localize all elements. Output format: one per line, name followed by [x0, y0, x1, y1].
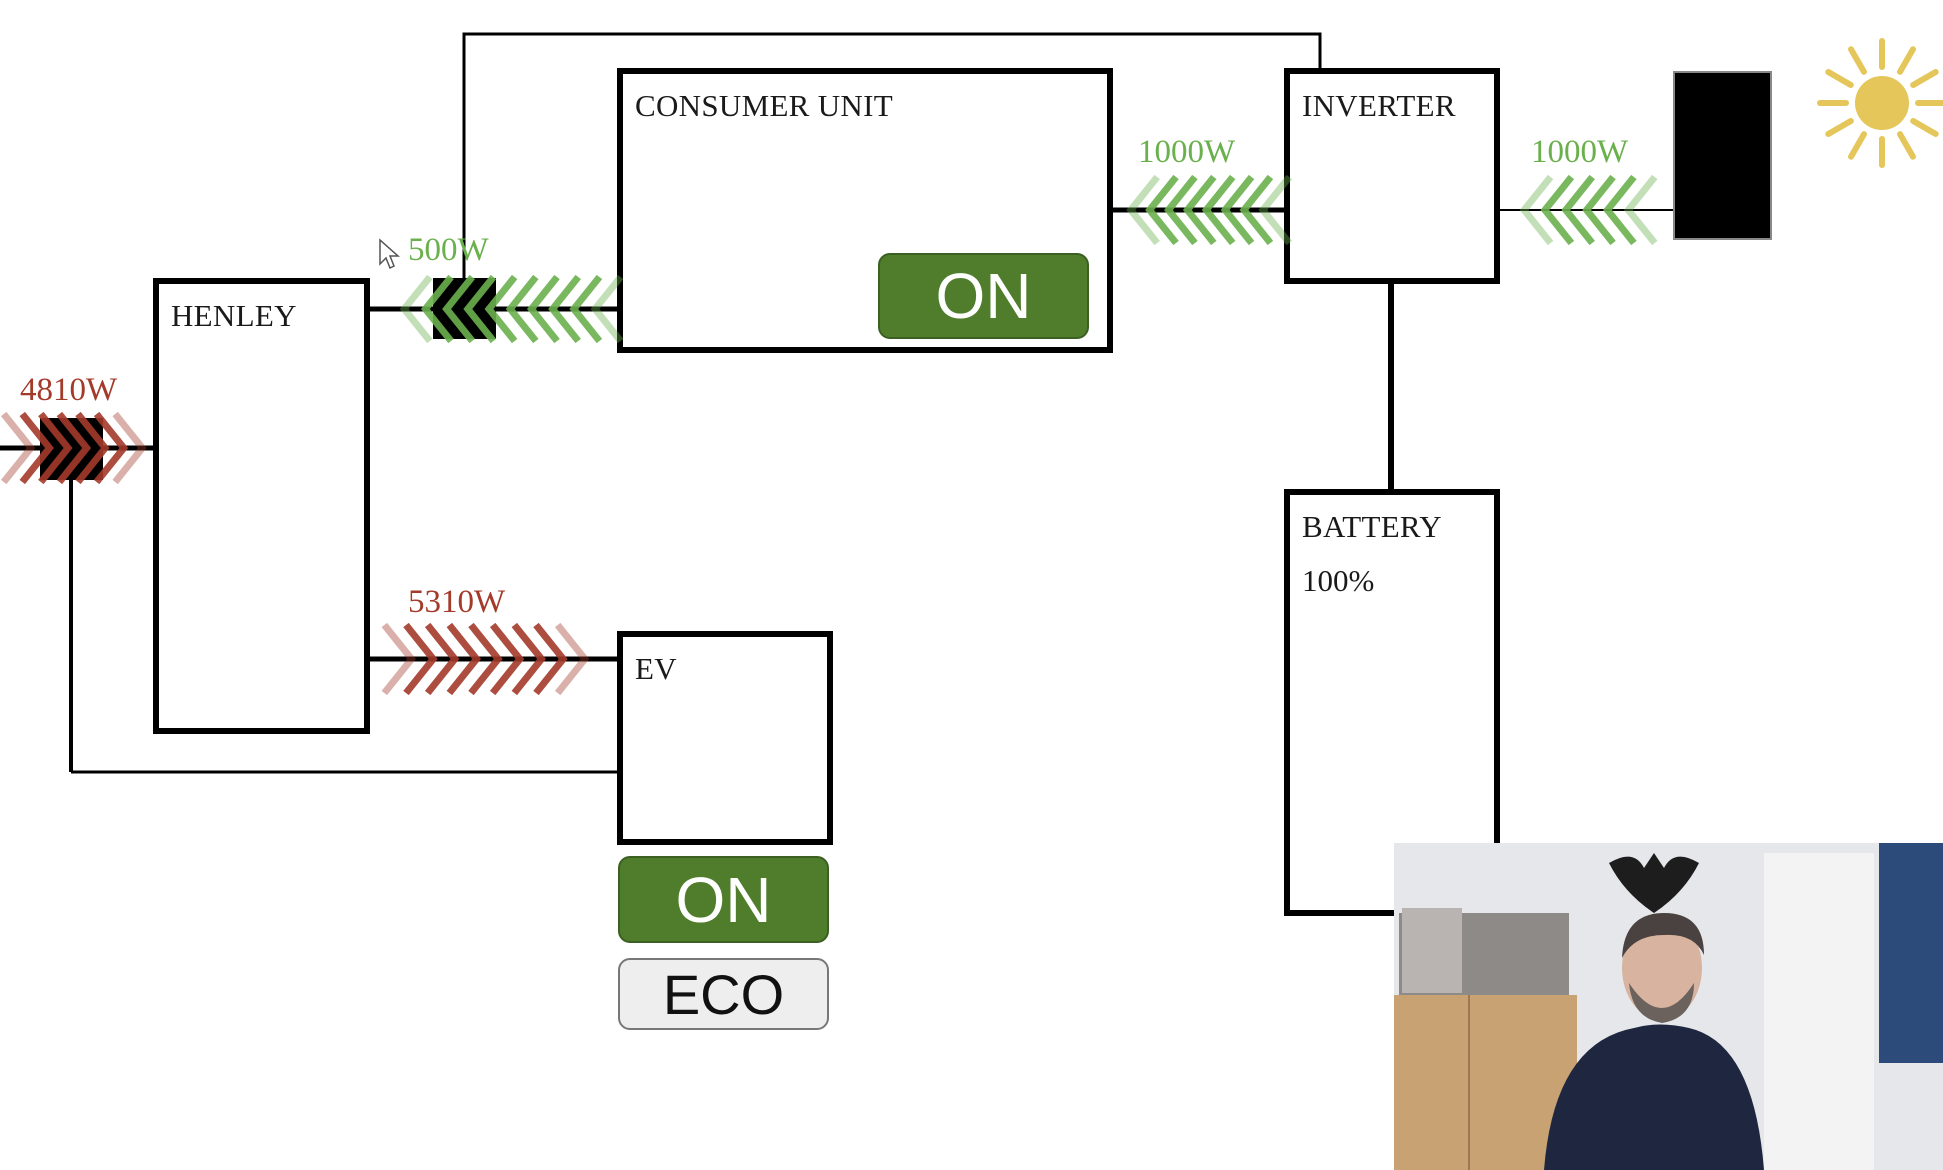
ev-label: EV: [635, 651, 677, 686]
henley-box: HENLEY: [153, 278, 370, 734]
flow-label-grid: 4810W: [20, 372, 118, 408]
sun-icon: [1817, 38, 1943, 168]
consumer-meter-block: [433, 278, 496, 339]
sun-ray: [1910, 69, 1939, 88]
battery-box: BATTERY 100%: [1284, 489, 1500, 916]
grid-meter-block: [40, 418, 103, 480]
henley-label: HENLEY: [171, 298, 297, 333]
webcam-person-beard: [1629, 983, 1694, 1023]
inverter-label: INVERTER: [1302, 88, 1456, 123]
webcam-person-hair: [1622, 913, 1704, 958]
sun-ray: [1897, 131, 1916, 160]
consumer-unit-label: CONSUMER UNIT: [635, 88, 893, 123]
battery-charge: 100%: [1302, 563, 1375, 598]
sun-ray: [1825, 69, 1854, 88]
consumer-unit-on-button[interactable]: ON: [878, 253, 1089, 339]
sun-disc: [1855, 76, 1909, 130]
sun-ray: [1897, 46, 1916, 75]
sun-ray: [1848, 46, 1867, 75]
sun-ray: [1848, 131, 1867, 160]
flow-label-henley-consumer: 500W: [408, 232, 489, 268]
sun-ray: [1825, 118, 1854, 137]
webcam-door: [1764, 853, 1874, 1170]
mouse-cursor-icon: [379, 238, 400, 270]
webcam-person: [1544, 1024, 1764, 1170]
inverter-box: INVERTER: [1284, 68, 1500, 284]
webcam-cabinet: [1394, 995, 1577, 1170]
ev-eco-button[interactable]: ECO: [618, 958, 829, 1030]
webcam-poster: [1879, 843, 1943, 1063]
flow-label-panel-inverter: 1000W: [1531, 134, 1629, 170]
webcam-lego-building: [1402, 908, 1462, 993]
flow-label-henley-ev: 5310W: [408, 584, 506, 620]
ev-on-button[interactable]: ON: [618, 856, 829, 943]
webcam-person-head: [1622, 916, 1702, 1020]
flow-label-inverter-consumer: 1000W: [1138, 134, 1236, 170]
sun-ray: [1910, 118, 1939, 137]
solar-panel: [1673, 71, 1772, 240]
webcam-overlay: [1394, 843, 1943, 1170]
wire-henley-inverter-loop: [462, 32, 1322, 309]
ev-box: EV: [617, 631, 833, 845]
webcam-batwing: [1609, 853, 1699, 913]
battery-label: BATTERY: [1302, 509, 1442, 544]
